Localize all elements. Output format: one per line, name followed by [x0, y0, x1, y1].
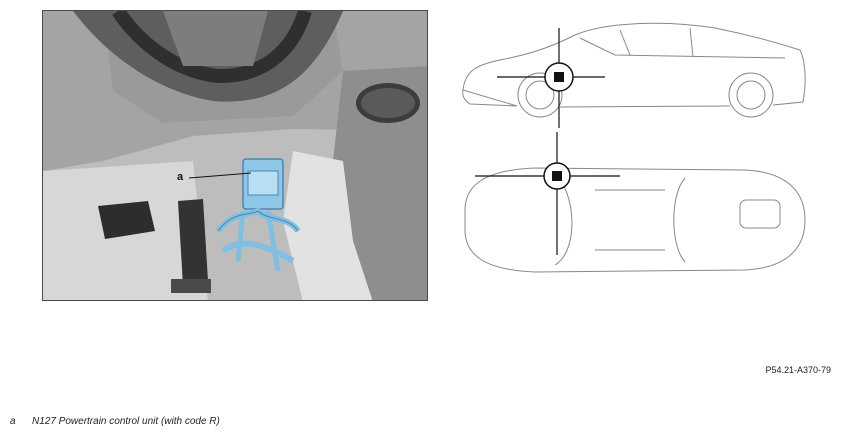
- vehicle-location-views: [455, 10, 815, 310]
- callout-leader: [188, 172, 252, 179]
- top-view-marker: [475, 132, 620, 255]
- legend-item-a: a N127 Powertrain control unit (with cod…: [10, 416, 220, 427]
- callout-label-a: a: [177, 171, 184, 183]
- legend-text: N127 Powertrain control unit (with code …: [32, 416, 220, 427]
- side-view: [462, 22, 806, 118]
- figure-code: P54.21-A370-79: [765, 365, 831, 375]
- side-view-marker: [497, 28, 605, 128]
- top-view: [464, 167, 806, 273]
- footwell-drawing: [43, 11, 427, 300]
- vehicle-outlines: [462, 22, 806, 273]
- legend-key: a: [10, 416, 16, 427]
- footwell-illustration: a: [42, 10, 428, 301]
- control-unit-highlight: [215, 158, 301, 272]
